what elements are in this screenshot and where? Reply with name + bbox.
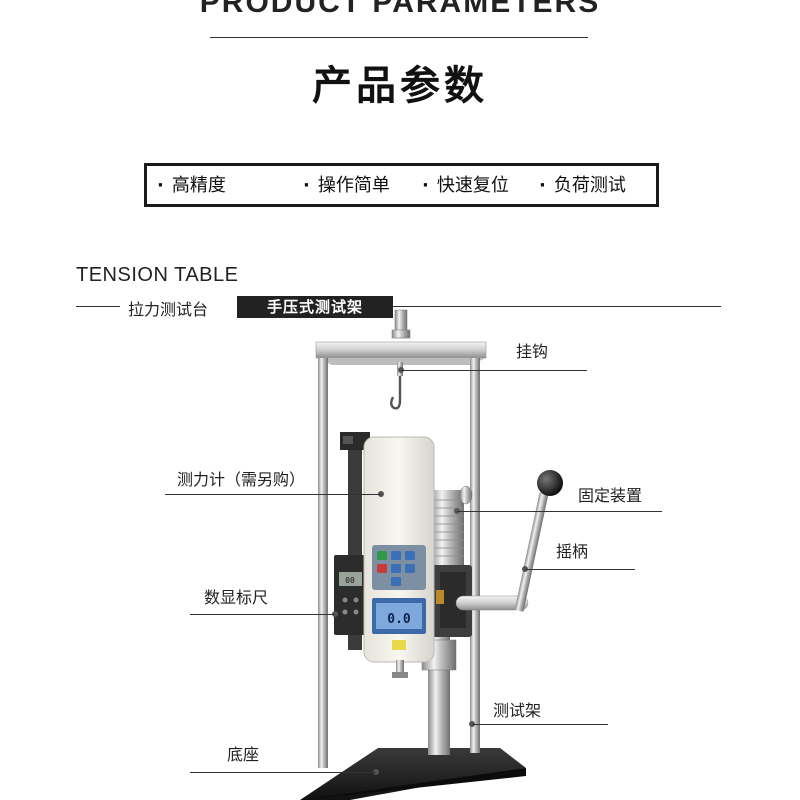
crank-leader [525, 569, 635, 570]
feature-box: ·高精度 ·操作简单 ·快速复位 ·负荷测试 [144, 163, 659, 207]
svg-text:00: 00 [345, 576, 355, 585]
hook [390, 376, 402, 410]
digital-ruler-label: 数显标尺 [204, 588, 269, 607]
top-crossbar [315, 341, 487, 359]
tension-table-en-heading: TENSION TABLE [76, 264, 239, 286]
feature-item: ·高精度 [157, 175, 226, 196]
right-column [470, 358, 480, 753]
force-gauge-leader [165, 494, 381, 495]
fixture-knob [459, 485, 473, 505]
product-parameters-cn-title: 产品参数 [312, 63, 488, 109]
feature-item: ·负荷测试 [539, 175, 626, 196]
heading-extend-line [393, 306, 721, 307]
base-leader [190, 772, 376, 773]
digital-ruler-leader [190, 614, 335, 615]
heading-dash-line [76, 306, 120, 307]
tension-table-cn-heading: 拉力测试台 [128, 300, 209, 319]
left-column [318, 358, 328, 768]
crank-label: 摇柄 [556, 542, 589, 561]
crank-arm [514, 492, 549, 612]
force-gauge-label: 测力计（需另购） [177, 470, 306, 489]
crank-knob [537, 470, 563, 496]
test-stand-label: 测试架 [493, 701, 542, 720]
ruler-display-unit [334, 555, 366, 635]
fixture-label: 固定装置 [578, 486, 643, 505]
feature-item: ·快速复位 [422, 175, 509, 196]
hook-label: 挂钩 [516, 342, 549, 361]
manual-stand-tag: 手压式测试架 [237, 296, 393, 318]
hook-leader [401, 370, 587, 371]
crank-axle [455, 595, 529, 611]
product-parameters-en-title: PRODUCT PARAMETERS [199, 0, 601, 19]
svg-text:0.0: 0.0 [387, 612, 411, 627]
base-plate [300, 748, 526, 800]
base-label: 底座 [227, 745, 260, 764]
feature-item: ·操作简单 [303, 175, 390, 196]
fixture-leader [457, 511, 662, 512]
test-stand-leader [472, 724, 608, 725]
title-rule [210, 37, 588, 38]
